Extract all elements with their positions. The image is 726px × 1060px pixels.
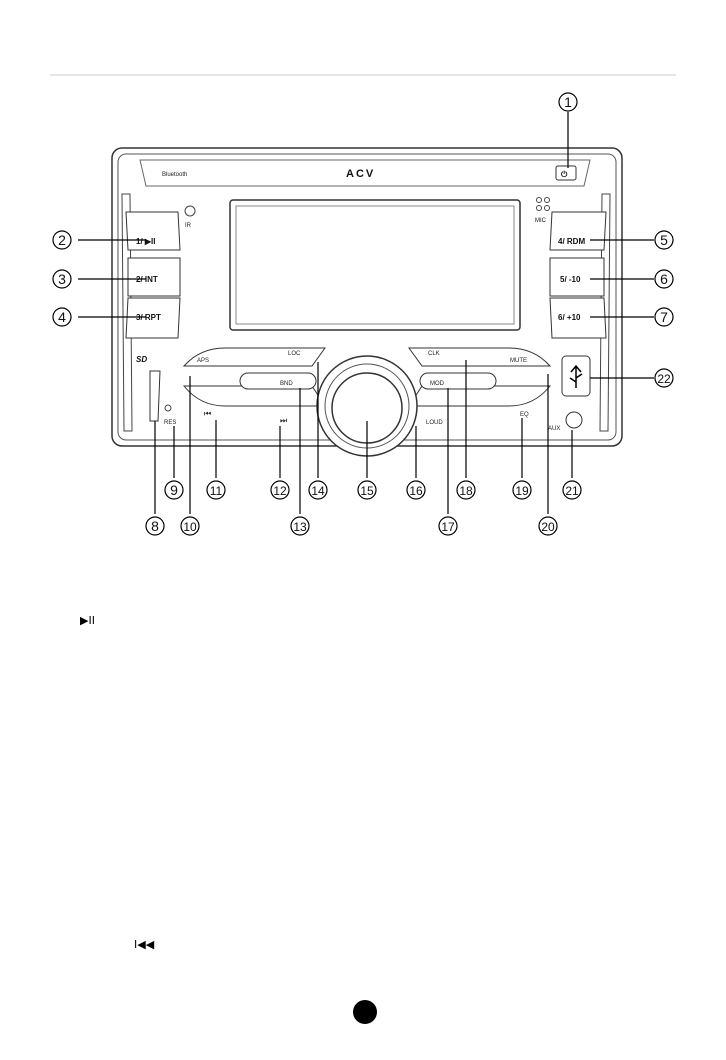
- callout-5: 5: [660, 232, 668, 248]
- ir-sensor: [184, 205, 196, 217]
- clk-mute-band: [408, 347, 552, 367]
- preset-4-label: 4/ RDM: [558, 237, 585, 246]
- callout-21: 21: [565, 484, 579, 498]
- next-label: ⏭: [280, 416, 287, 425]
- clk-label: CLK: [428, 351, 440, 357]
- callout-6: 6: [660, 271, 668, 287]
- play-pause-glyph: ▶II: [80, 614, 95, 627]
- callout-7: 7: [660, 309, 668, 325]
- callout-3: 3: [58, 271, 66, 287]
- preset-3-label: 3/ RPT: [136, 313, 161, 322]
- brand-logo: ACV: [346, 168, 375, 180]
- callout-4: 4: [58, 309, 66, 325]
- preset-5-label: 5/ -10: [560, 275, 581, 284]
- eq-label: EQ: [520, 412, 529, 418]
- callout-22: 22: [657, 372, 671, 386]
- callout-17: 17: [441, 520, 455, 534]
- callout-16: 16: [409, 484, 423, 498]
- mute-label: MUTE: [510, 358, 527, 364]
- mic-label: MIC: [535, 218, 547, 224]
- display-screen: [229, 199, 521, 331]
- res-label: RES: [164, 420, 176, 426]
- callout-20: 20: [541, 520, 555, 534]
- bnd-button[interactable]: [239, 372, 317, 390]
- preset-2-button[interactable]: [127, 257, 181, 297]
- loud-label: LOUD: [426, 420, 443, 426]
- page-indicator-dot: [353, 1000, 377, 1024]
- mod-label: MOD: [430, 381, 445, 387]
- callout-15: 15: [360, 484, 374, 498]
- callout-9: 9: [170, 482, 178, 498]
- top-divider: [50, 74, 676, 76]
- previous-glyph: I◀◀: [134, 938, 155, 951]
- callout-markers: 1 2 3 4 5 6 7 8 9 10 11 12 13 14 15 16 1…: [52, 92, 674, 536]
- display-inner: [235, 205, 515, 325]
- aps-loc-band: [182, 347, 326, 367]
- callout-leaders: [78, 112, 654, 514]
- callout-8: 8: [151, 518, 159, 534]
- preset-6-label: 6/ +10: [558, 313, 581, 322]
- loc-label: LOC: [288, 351, 301, 357]
- callout-1: 1: [564, 94, 572, 110]
- aux-jack[interactable]: [565, 411, 583, 429]
- preset-1-label: 1/ ▶II: [136, 237, 156, 246]
- preset-3-button[interactable]: [125, 297, 181, 339]
- preset-2-label: 2/ INT: [136, 275, 158, 284]
- callout-18: 18: [459, 484, 473, 498]
- callout-19: 19: [515, 484, 529, 498]
- preset-6-button[interactable]: [549, 297, 607, 339]
- prev-next-band: [182, 385, 326, 407]
- aps-label: APS: [197, 358, 209, 364]
- mod-button[interactable]: [419, 372, 497, 390]
- sd-label: SD: [136, 355, 147, 364]
- callout-2: 2: [58, 232, 66, 248]
- car-stereo-diagram: Bluetooth ACV ⏻ IR MIC 1/ ▶II 2/ INT 3/ …: [50, 76, 676, 550]
- callout-11: 11: [210, 484, 223, 498]
- res-button[interactable]: [164, 404, 172, 412]
- ir-label: IR: [185, 223, 192, 229]
- power-icon: ⏻: [561, 170, 568, 179]
- preset-5-button[interactable]: [549, 257, 605, 297]
- top-strip: [139, 159, 591, 187]
- bluetooth-label: Bluetooth: [162, 172, 187, 178]
- right-side-bar: [599, 193, 611, 432]
- callout-13: 13: [293, 520, 307, 534]
- callout-12: 12: [273, 484, 287, 498]
- power-button[interactable]: [555, 165, 577, 181]
- loud-eq-band: [408, 385, 552, 407]
- bnd-label: BND: [280, 381, 293, 387]
- callout-10: 10: [183, 520, 197, 534]
- left-side-bar: [121, 193, 133, 432]
- sd-card-slot[interactable]: [149, 370, 161, 422]
- callout-14: 14: [311, 484, 325, 498]
- prev-label: ⏮: [204, 409, 211, 418]
- usb-icon: [569, 364, 583, 388]
- aux-label: AUX: [548, 426, 560, 432]
